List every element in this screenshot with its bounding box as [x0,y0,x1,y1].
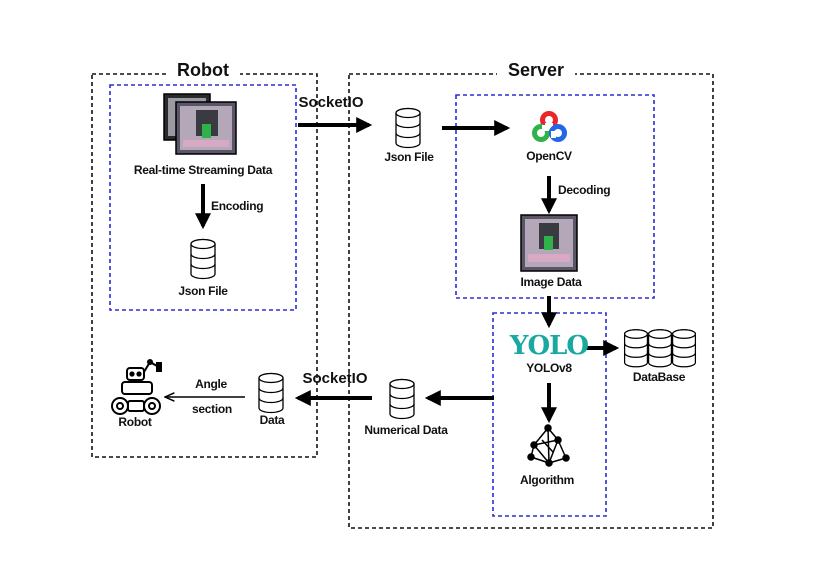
encoding-label: Encoding [211,199,264,213]
numerical-data-label: Numerical Data [364,423,448,437]
opencv-box [455,94,655,299]
robot-icon [111,359,162,415]
socketio-bottom-label: SocketIO [302,370,368,387]
angle-label: Angle [195,377,227,391]
robot-title: Robot [177,60,229,80]
image-data-label: Image Data [520,275,582,289]
database-icon [623,329,697,368]
yolo-logo-icon: YOLO [509,331,589,361]
data-db-icon [258,372,284,414]
robot-label: Robot [118,415,152,429]
server-json-file-icon [395,107,421,149]
database-label: DataBase [632,370,686,384]
yolo-label: YOLOv8 [526,361,572,375]
robot-json-file-icon [190,238,216,280]
robot-encoding-box [109,84,297,311]
server-title: Server [507,60,565,80]
opencv-label: OpenCV [526,149,572,163]
numerical-data-db-icon [389,378,415,420]
algorithm-label: Algorithm [520,473,574,487]
opencv-logo-icon [532,111,567,142]
section-label: section [192,402,232,416]
socketio-top-label: SocketIO [298,94,364,111]
image-data-icon [520,214,578,272]
server-json-file-label: Json File [384,150,434,164]
robot-json-file-label: Json File [178,284,228,298]
streaming-label: Real-time Streaming Data [133,163,273,177]
algorithm-network-icon [527,424,570,467]
streaming-frames-icon [163,93,237,155]
decoding-label: Decoding [558,183,611,197]
data-label: Data [259,413,285,427]
